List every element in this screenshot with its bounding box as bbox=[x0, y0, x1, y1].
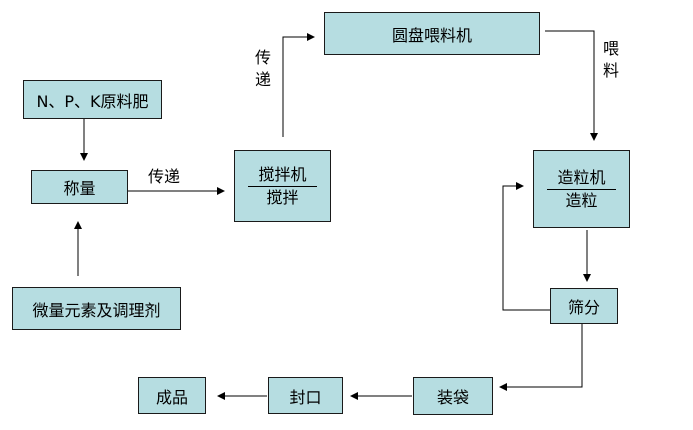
node-granulator: 造粒机 造粒 bbox=[533, 150, 630, 228]
arrow-screen-to-bagging bbox=[499, 324, 583, 391]
node-micro-elements: 微量元素及调理剂 bbox=[12, 287, 181, 330]
node-bagging-label: 装袋 bbox=[436, 388, 469, 407]
node-weigh: 称量 bbox=[31, 170, 128, 204]
node-sealing: 封口 bbox=[268, 377, 343, 414]
node-finished-product: 成品 bbox=[138, 377, 206, 414]
node-npk-raw-fertilizer-label: N、P、K原料肥 bbox=[36, 91, 149, 111]
node-granulator-bottom-label: 造粒 bbox=[565, 190, 598, 210]
node-screening-label: 筛分 bbox=[567, 298, 600, 317]
node-screening: 筛分 bbox=[550, 288, 618, 324]
node-disc-feeder: 圆盘喂料机 bbox=[324, 12, 540, 55]
node-npk-raw-fertilizer: N、P、K原料肥 bbox=[23, 80, 162, 119]
arrow-screen-return-to-granulator bbox=[502, 182, 550, 311]
node-mixer: 搅拌机 搅拌 bbox=[234, 150, 331, 222]
edge-label-feed-vertical: 喂料 bbox=[602, 39, 619, 80]
node-weigh-label: 称量 bbox=[63, 179, 96, 198]
node-bagging: 装袋 bbox=[413, 377, 493, 415]
node-sealing-label: 封口 bbox=[289, 387, 322, 407]
node-disc-feeder-label: 圆盘喂料机 bbox=[391, 25, 472, 45]
node-micro-elements-label: 微量元素及调理剂 bbox=[32, 300, 161, 320]
node-granulator-top-label: 造粒机 bbox=[547, 167, 616, 190]
node-mixer-bottom-label: 搅拌 bbox=[266, 187, 299, 207]
edge-label-transfer-horizontal: 传递 bbox=[148, 167, 181, 186]
node-finished-product-label: 成品 bbox=[155, 387, 188, 407]
node-mixer-top-label: 搅拌机 bbox=[248, 164, 317, 187]
arrow-mixer-to-feeder bbox=[282, 33, 315, 137]
arrow-feeder-to-granulator bbox=[545, 30, 598, 141]
edge-label-transfer-vertical: 传递 bbox=[254, 48, 271, 89]
